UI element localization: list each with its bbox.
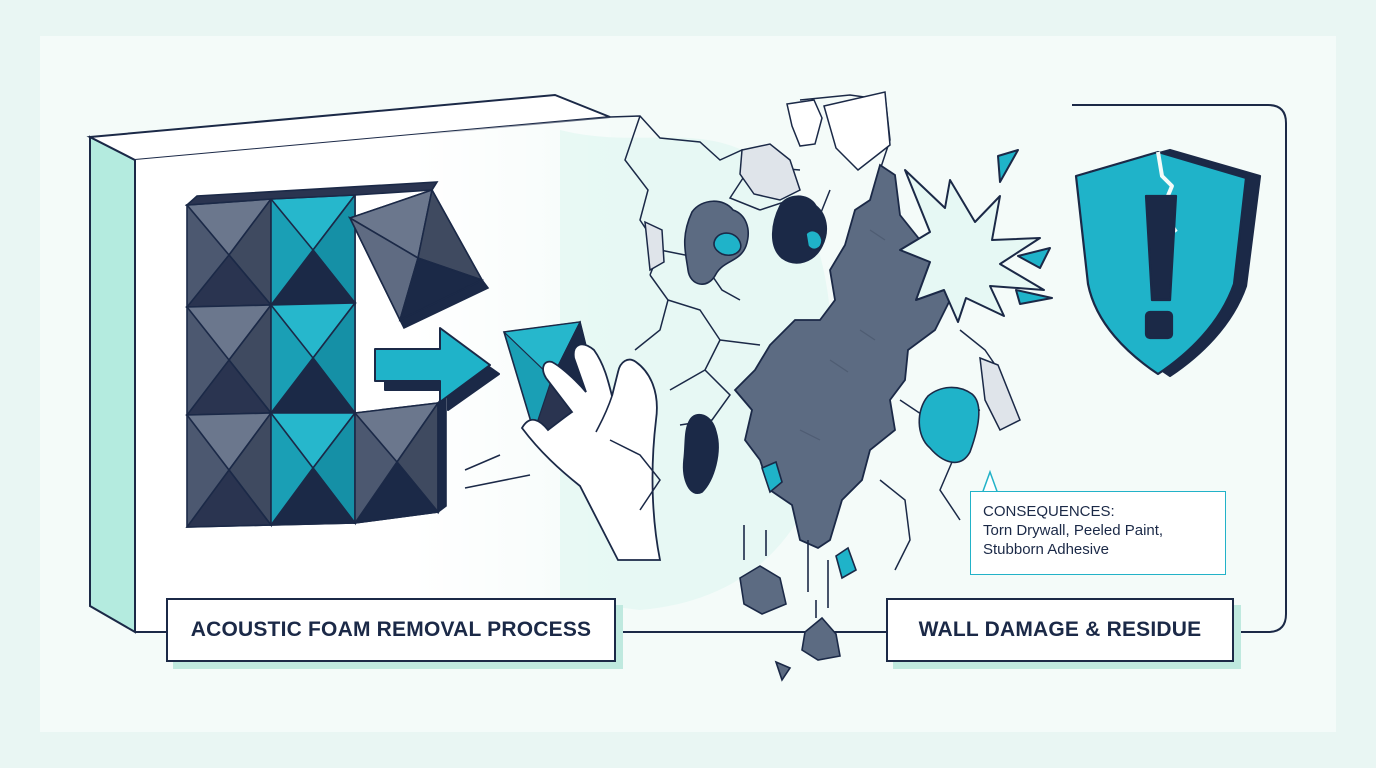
arrow-right-icon bbox=[374, 327, 500, 411]
foam-panel-icon bbox=[184, 181, 490, 528]
callout-heading: CONSEQUENCES: bbox=[983, 503, 1115, 520]
foam-removal-label-text: ACOUSTIC FOAM REMOVAL PROCESS bbox=[190, 618, 592, 641]
wall-damage-label-text: WALL DAMAGE & RESIDUE bbox=[918, 618, 1202, 641]
plaster-chips bbox=[644, 91, 1021, 432]
callout-body: Torn Drywall, Peeled Paint, Stubborn Adh… bbox=[983, 522, 1164, 558]
adhesive-residue bbox=[682, 195, 980, 580]
torn-drywall bbox=[733, 163, 951, 550]
foam-removal-label: ACOUSTIC FOAM REMOVAL PROCESS bbox=[166, 598, 616, 662]
wall-damage-label: WALL DAMAGE & RESIDUE bbox=[886, 598, 1234, 662]
impact-burst-icon bbox=[899, 149, 1053, 323]
hand-icon bbox=[502, 320, 662, 561]
falling-debris bbox=[739, 525, 841, 682]
broken-shield-warning-icon bbox=[1074, 148, 1262, 378]
consequences-callout: CONSEQUENCES: Torn Drywall, Peeled Paint… bbox=[970, 491, 1226, 575]
frame-bracket bbox=[1072, 104, 1287, 633]
